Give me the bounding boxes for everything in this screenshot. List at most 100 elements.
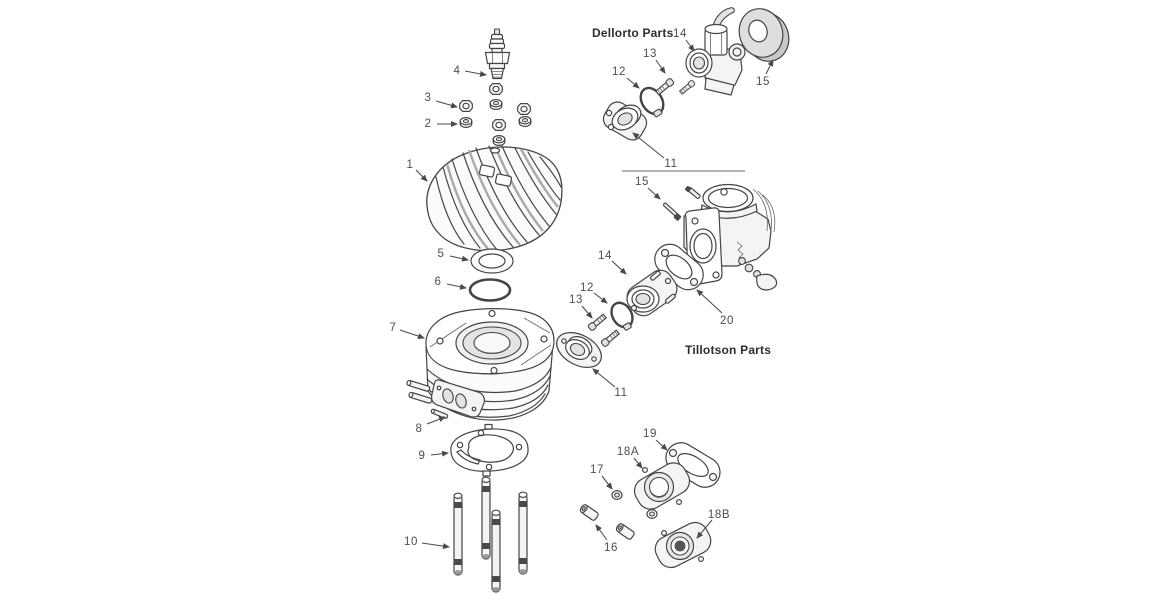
cylinder-stud xyxy=(518,491,528,575)
manifold-stud xyxy=(664,293,676,304)
callout-label: 19 xyxy=(643,428,657,440)
head-washer xyxy=(459,116,473,128)
cylinder-stud-hole xyxy=(540,335,548,343)
callout-16: 16 xyxy=(595,524,618,554)
head-nut xyxy=(517,102,531,116)
tillotson-needle xyxy=(662,202,682,221)
cylinder-stud-hole xyxy=(488,309,496,318)
head-outline xyxy=(426,146,563,252)
exhaust-stud-small xyxy=(430,408,449,419)
leader-line xyxy=(611,260,627,275)
bore-shade xyxy=(649,490,669,498)
carb-inlet-ring xyxy=(689,52,709,74)
needle-body xyxy=(662,202,678,217)
washer-17 xyxy=(611,490,623,500)
carb-base xyxy=(704,77,735,96)
callout-label: 12 xyxy=(612,66,626,78)
cylinder-studs xyxy=(453,476,528,593)
callout-label: 12 xyxy=(580,282,594,294)
dellorto-manifold xyxy=(602,101,648,141)
gasket-slot xyxy=(456,449,481,465)
flange-hole xyxy=(697,555,704,562)
carb-pump-ribs xyxy=(752,188,776,233)
callout-18b: 18B xyxy=(696,509,730,539)
callout-label: 8 xyxy=(416,423,423,435)
cylinder-stud-hole xyxy=(490,366,498,375)
dellorto-air-filter xyxy=(738,8,790,62)
tillotson-clamp xyxy=(610,301,634,331)
callout-tillotson-12: 12 xyxy=(580,282,608,304)
ring-inner xyxy=(478,253,506,269)
callout-label: 7 xyxy=(390,322,397,334)
dellorto-section: Dellorto Parts xyxy=(592,7,790,141)
spark-plug xyxy=(484,28,511,80)
leader-line xyxy=(696,519,713,539)
leader-line xyxy=(595,524,608,541)
spark-plug-rib xyxy=(489,38,505,45)
callout-label: 11 xyxy=(614,387,627,399)
dellorto-carburetor xyxy=(678,7,746,96)
tillotson-carburetor xyxy=(683,183,778,291)
linkage-knob xyxy=(744,263,754,273)
manifold-bore xyxy=(617,112,633,126)
leader-line xyxy=(626,77,640,89)
cylinder-fins xyxy=(426,366,552,418)
filter-hole xyxy=(748,19,768,43)
exhaust-group xyxy=(578,442,721,569)
carb-barrel-lines xyxy=(710,33,722,54)
flange-hole xyxy=(712,271,720,279)
callout-label: 16 xyxy=(604,542,618,554)
gasket-bore xyxy=(665,254,693,280)
linkage-knob xyxy=(738,257,746,265)
head-boss xyxy=(494,173,513,187)
callout-label: 5 xyxy=(438,248,445,260)
callout-label: 9 xyxy=(419,450,426,462)
callout-label: 15 xyxy=(756,76,770,88)
gasket-hole xyxy=(477,429,485,437)
clamp-screw xyxy=(622,322,632,331)
head-nut xyxy=(492,118,506,131)
needle-head xyxy=(673,213,682,221)
cylinder-stud xyxy=(491,509,501,593)
o-ring xyxy=(468,278,512,302)
carb-cap xyxy=(704,23,728,35)
callout-dellorto-11: 11 xyxy=(632,132,677,170)
spark-plug-threads xyxy=(490,67,505,80)
gasket-hole xyxy=(708,472,718,482)
flange-hole xyxy=(561,338,567,344)
spark-plug-shell xyxy=(488,62,506,70)
leader-line xyxy=(592,368,616,388)
leader-line xyxy=(632,132,665,159)
callout-label: 15 xyxy=(635,176,649,188)
callout-1: 1 xyxy=(407,159,428,182)
callout-dellorto-12: 12 xyxy=(612,66,640,89)
tillotson-manifold xyxy=(626,269,678,317)
gasket-bore xyxy=(677,453,709,477)
leader-line xyxy=(696,289,723,314)
tillotson-section: Tillotson Parts xyxy=(556,183,778,368)
tillotson-flange xyxy=(556,332,602,368)
callout-tillotson-11: 11 xyxy=(592,368,627,399)
leader-line xyxy=(399,329,425,339)
callout-6: 6 xyxy=(435,276,467,290)
callout-label: 10 xyxy=(404,536,418,548)
leader-line xyxy=(426,416,446,425)
flange-hole xyxy=(605,109,613,117)
tillotson-bolt xyxy=(599,328,621,348)
exhaust-stud xyxy=(406,379,431,392)
manifold-bore xyxy=(648,476,670,498)
leader-line xyxy=(415,169,428,182)
callout-tillotson-14: 14 xyxy=(598,250,627,275)
leader-line xyxy=(435,100,458,109)
leader-line xyxy=(647,187,661,200)
callout-17: 17 xyxy=(590,464,613,490)
leader-line xyxy=(765,59,774,75)
leader-line xyxy=(655,59,666,74)
spacer-16 xyxy=(578,502,600,522)
callout-label: 20 xyxy=(720,315,734,327)
callouts: 1 2 3 4 5 6 7 8 xyxy=(390,28,774,554)
callout-label: 14 xyxy=(598,250,612,262)
leader-line xyxy=(464,70,487,77)
callout-label: 11 xyxy=(664,158,677,170)
